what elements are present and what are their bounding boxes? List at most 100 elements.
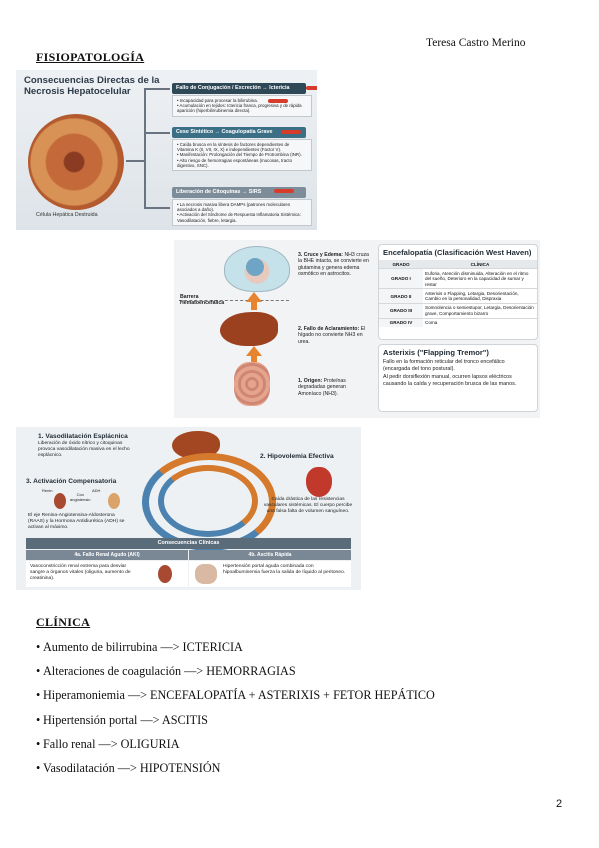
label-con: Con bbox=[76, 492, 84, 497]
box-coagulopatia-line: • Alto riesgo de hemorragias espontáneas… bbox=[177, 157, 293, 168]
label-angiotensin: Con angiotensin bbox=[70, 492, 90, 502]
connector-line bbox=[126, 160, 146, 162]
abdomen-icon bbox=[195, 564, 217, 584]
list-item-text: Aumento de bilirrubina —> ICTERICIA bbox=[43, 640, 243, 654]
list-item-text: Vasodilatación —> HIPOTENSIÓN bbox=[43, 760, 221, 775]
col-clinica: CLÍNICA bbox=[423, 260, 537, 269]
col-grado: GRADO bbox=[379, 260, 423, 269]
section-title-fisiopatologia: FISIOPATOLOGÍA bbox=[36, 50, 145, 64]
figure-sindrome-hepatorrenal: 1. Vasodilatación Esplácnica Liberación … bbox=[16, 427, 361, 590]
section-title-clinica: CLÍNICA bbox=[36, 615, 91, 629]
connector-line bbox=[144, 207, 170, 209]
aki-header: 4a. Fallo Renal Agudo (AKI) bbox=[26, 550, 188, 560]
bullet-icon: • bbox=[36, 712, 41, 727]
kidney-icon bbox=[54, 493, 66, 509]
list-item: •Hiperamoniemia —> ENCEFALOPATÍA + ASTER… bbox=[36, 688, 435, 712]
label-adh: ADH bbox=[92, 488, 101, 493]
step1-text: Liberación de óxido nítrico y citoquinas… bbox=[38, 441, 130, 458]
list-item-text: Hipertensión portal —> ASCITIS bbox=[43, 712, 208, 727]
liver-image bbox=[220, 312, 278, 346]
box-sirs-line: • Activación del Síndrome de Respuesta I… bbox=[177, 212, 301, 223]
aki-text: Vasoconstricción renal extrema para desv… bbox=[30, 564, 131, 581]
step3-title: 3. Activación Compensatoria bbox=[26, 478, 117, 485]
bullet-icon: • bbox=[36, 664, 41, 679]
step3-title: 3. Cruce y Edema: bbox=[298, 252, 343, 258]
label-renin: Renin bbox=[42, 488, 53, 493]
box-ictericia-line: • Acumulación en tejidos: Ictericia fran… bbox=[177, 103, 302, 114]
list-item: •Fallo renal —> OLIGURIA bbox=[36, 737, 435, 761]
bullet-icon: • bbox=[36, 760, 41, 775]
list-item-text: Hiperamoniemia —> ENCEFALOPATÍA + ASTERI… bbox=[43, 688, 435, 703]
bullet-icon: • bbox=[36, 736, 41, 751]
clinical-consequences-header: Consecuencias Clínicas bbox=[26, 538, 351, 549]
step2-title: 2. Hipovolemia Efectiva bbox=[260, 453, 334, 460]
grado-cell: GRADO IV bbox=[379, 317, 423, 327]
neuron-icon bbox=[246, 258, 264, 276]
west-haven-title: Encefalopatía (Clasificación West Haven) bbox=[383, 248, 532, 257]
box-coagulopatia-line: • Manifestación: Prolongación del Tiempo… bbox=[177, 152, 302, 158]
step1-title: 1. Origen: bbox=[298, 378, 323, 384]
gland-icon bbox=[108, 493, 120, 509]
list-item-text: Fallo renal —> OLIGURIA bbox=[43, 736, 180, 751]
step1-text-block: 1. Origen: Proteínas degradadas generan … bbox=[298, 378, 364, 397]
up-arrow-stem bbox=[251, 356, 257, 362]
asterixis-p2: Al pedir dorsiflexión manual, ocurren la… bbox=[383, 374, 517, 387]
ascitis-header: 4b. Ascitis Rápida bbox=[189, 550, 351, 560]
heart-image bbox=[306, 467, 332, 497]
box-coagulopatia-header: Cese Sintético → Coagulopatía Grave bbox=[172, 127, 306, 138]
list-item: •Alteraciones de coagulación —> HEMORRAG… bbox=[36, 664, 435, 688]
table-header-row: GRADO CLÍNICA bbox=[379, 260, 537, 269]
step2-text: El hígado no convierte NH3 en urea. bbox=[298, 326, 366, 345]
step1-text: Proteínas degradadas generan Amoníaco (N… bbox=[298, 378, 346, 397]
hepatic-cell-caption: Célula Hepática Destruida bbox=[36, 212, 98, 218]
figure1-title: Consecuencias Directas de la Necrosis He… bbox=[24, 75, 160, 97]
clinica-cell: Somnolencia o semiestupor, Letargia, Des… bbox=[423, 303, 537, 319]
bullet-icon: • bbox=[36, 688, 41, 703]
circulation-swirl-inner bbox=[158, 465, 258, 537]
step2-text-block: 2. Fallo de Aclaramiento: El hígado no c… bbox=[298, 326, 374, 345]
highlight-arrow-icon bbox=[281, 130, 301, 134]
kidney-icon bbox=[158, 565, 172, 583]
list-item: •Vasodilatación —> HIPOTENSIÓN bbox=[36, 761, 435, 785]
box-coagulopatia-line: • Caída brusca en la síntesis de factore… bbox=[177, 142, 290, 153]
intestine-image bbox=[234, 362, 270, 406]
figure-necrosis-hepatocelular: Consecuencias Directas de la Necrosis He… bbox=[16, 70, 317, 230]
up-arrow-icon bbox=[246, 292, 262, 302]
box-sirs-body: • La necrosis masiva libera DAMPs (patro… bbox=[172, 199, 312, 226]
asterixis-title: Asterixis ("Flapping Tremor") bbox=[383, 348, 489, 357]
grado-cell: GRADO III bbox=[379, 303, 423, 319]
highlight-arrow-icon bbox=[274, 189, 294, 193]
step2-text: Caída drástica de las resistencias vascu… bbox=[263, 497, 353, 514]
box-sirs-line: • La necrosis masiva libera DAMPs (patro… bbox=[177, 202, 291, 213]
page-number: 2 bbox=[556, 798, 563, 810]
clinica-cell: Euforia, Atención disminuida, Alteración… bbox=[423, 268, 537, 289]
bullet-icon: • bbox=[36, 640, 41, 654]
box-sirs-header: Liberación de Citoquinas → SIRS bbox=[172, 187, 306, 198]
asterixis-p1: Fallo en la formación reticular del tron… bbox=[383, 359, 505, 372]
box-coagulopatia-body: • Caída brusca en la síntesis de factore… bbox=[172, 139, 312, 172]
asterixis-panel: Asterixis ("Flapping Tremor") Fallo en l… bbox=[378, 344, 538, 412]
step2-title: 2. Fallo de Aclaramiento: bbox=[298, 326, 360, 332]
step1-title: 1. Vasodilatación Esplácnica bbox=[38, 433, 128, 440]
hepatic-cell-image bbox=[28, 114, 124, 210]
figure-encefalopatia: Barrera Hematoencefálica 3. Cruce y Edem… bbox=[174, 240, 540, 418]
clinica-list: •Aumento de bilirrubina —> ICTERICIA •Al… bbox=[36, 640, 435, 785]
barrier-label: Barrera Hematoencefálica bbox=[180, 294, 225, 307]
step3-text: El eje Renina-Angiotensina-Aldosterona (… bbox=[28, 513, 125, 530]
ascitis-text: Hipertensión portal aguda combinada con … bbox=[223, 564, 346, 575]
list-item: •Aumento de bilirrubina —> ICTERICIA bbox=[36, 640, 435, 664]
box-ictericia-line: • Incapacidad para procesar la bilirrubi… bbox=[177, 98, 258, 103]
clinica-cell: Coma bbox=[423, 317, 537, 327]
box-ictericia-body: • Incapacidad para procesar la bilirrubi… bbox=[172, 95, 312, 117]
list-item: •Hipertensión portal —> ASCITIS bbox=[36, 713, 435, 737]
up-arrow-icon bbox=[246, 346, 262, 356]
ascitis-body: Hipertensión portal aguda combinada con … bbox=[189, 561, 351, 587]
list-item-text: Alteraciones de coagulación —> HEMORRAGI… bbox=[43, 664, 296, 679]
up-arrow-stem bbox=[251, 302, 257, 310]
step3-text-block: 3. Cruce y Edema: NH3 cruza la BHE intac… bbox=[298, 252, 374, 278]
grado-cell: GRADO II bbox=[379, 288, 423, 304]
box-ictericia-header: Fallo de Conjugación / Excreción → Icter… bbox=[172, 83, 306, 94]
